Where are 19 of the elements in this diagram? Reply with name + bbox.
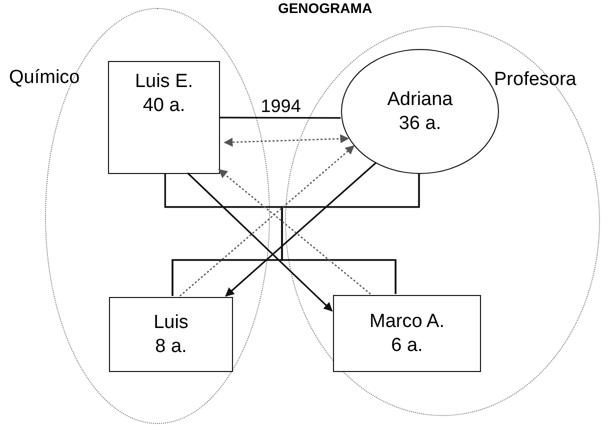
title: GENOGRAMA: [276, 0, 374, 16]
person-name: Marco A.: [370, 310, 444, 334]
arrow: [224, 134, 350, 147]
arrow: [187, 172, 333, 312]
group-heading: Químico: [9, 67, 80, 89]
person-box: [109, 297, 233, 372]
connector-line: [281, 173, 420, 294]
person-box: [333, 295, 481, 372]
group-heading: Profesora: [494, 69, 576, 91]
person-age: 40 a.: [142, 94, 186, 118]
person-box: [108, 61, 220, 174]
person-age: 8 a.: [155, 334, 187, 358]
arrow: [179, 145, 355, 296]
person-name: Luis E.: [134, 70, 194, 94]
person-age: 36 a.: [398, 112, 442, 136]
person-name: Adriana: [387, 88, 453, 112]
connector-line: [219, 116, 341, 119]
person-age: 6 a.: [391, 334, 423, 358]
person-name: Luis: [154, 310, 188, 334]
